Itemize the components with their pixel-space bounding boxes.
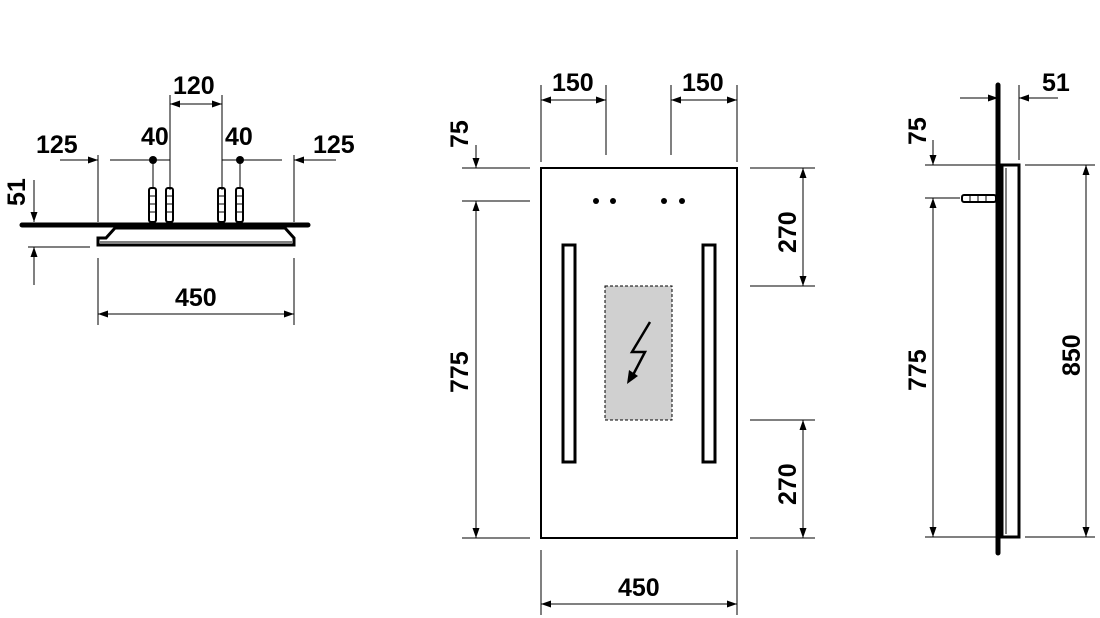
top-offset-left-label: 125 (36, 131, 78, 159)
front-mount-height-label: 775 (446, 351, 474, 393)
lightning-icon (627, 321, 652, 384)
side-height-label: 850 (1058, 334, 1086, 376)
side-mount-height-label: 775 (904, 349, 932, 391)
side-wall-plug (961, 194, 997, 203)
front-cabinet-outline (540, 167, 738, 539)
front-light-bar-right (701, 243, 717, 464)
top-hole-left-label: 40 (141, 123, 169, 151)
top-width-label: 450 (175, 284, 217, 312)
side-cabinet-body (1000, 163, 1021, 539)
front-hole-offset-left-label: 150 (552, 69, 594, 97)
top-cabinet-body (96, 226, 296, 247)
front-view: 150 150 75 775 270 270 450 (446, 69, 815, 615)
top-view: 125 125 120 40 40 51 450 (3, 72, 355, 325)
front-hole-offset-right-label: 150 (682, 69, 724, 97)
side-view: 51 75 775 850 (904, 69, 1095, 556)
front-width-label: 450 (618, 574, 660, 602)
front-light-top-label: 270 (774, 211, 802, 253)
side-top-offset-label: 75 (904, 117, 932, 145)
side-depth-label: 51 (1042, 69, 1070, 97)
front-light-bar-left (561, 243, 577, 464)
front-light-bottom-label: 270 (774, 463, 802, 505)
top-thickness-label: 51 (3, 178, 31, 206)
top-hole-spacing-label: 120 (173, 72, 215, 100)
wall-plugs (148, 187, 244, 223)
front-top-offset-label: 75 (446, 120, 474, 148)
top-hole-right-label: 40 (225, 123, 253, 151)
top-offset-right-label: 125 (313, 131, 355, 159)
